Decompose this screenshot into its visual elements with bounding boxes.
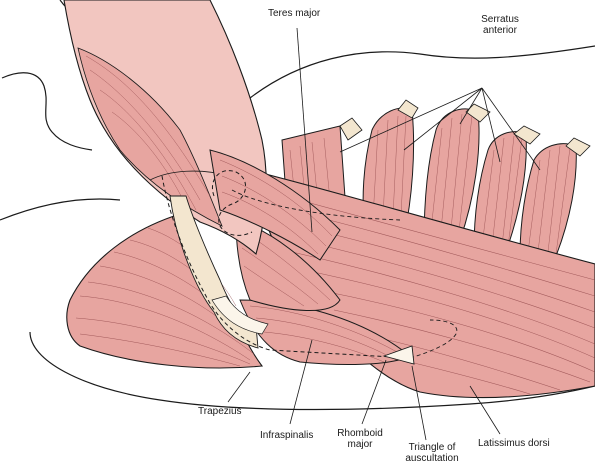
label-rhomboid-line2: major	[347, 439, 373, 450]
arm-deltoid-muscle	[63, 0, 267, 255]
trapezius-muscle	[66, 213, 264, 369]
label-rhomboid-line1: Rhomboid	[337, 428, 383, 439]
label-triangle-of-auscultation: Triangle of auscultation	[396, 442, 468, 464]
leader-lines	[227, 27, 541, 441]
label-infraspinalis: Infraspinalis	[260, 430, 314, 441]
label-serratus-line2: anterior	[483, 25, 517, 36]
triangle-of-auscultation	[382, 345, 415, 365]
label-triangle-line2: auscultation	[405, 453, 459, 464]
label-serratus-line1: Serratus	[481, 14, 519, 25]
label-teres-major: Teres major	[268, 8, 321, 19]
infraspinatus-muscle	[235, 219, 341, 312]
label-serratus-anterior: Serratus anterior	[470, 14, 530, 36]
label-triangle-line1: Triangle of	[408, 442, 456, 453]
label-trapezius: Trapezius	[198, 406, 242, 417]
label-latissimus-dorsi: Latissimus dorsi	[478, 438, 550, 449]
label-rhomboid-major: Rhomboid major	[332, 428, 388, 450]
scapula-shape	[161, 170, 458, 359]
